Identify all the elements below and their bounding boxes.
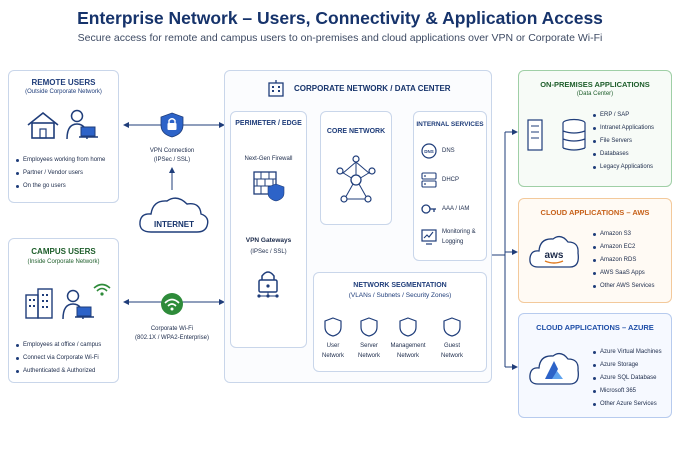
list-item: On the go users xyxy=(15,180,105,193)
corporate-wifi-icon xyxy=(161,293,183,315)
remote-users-list: Employees working from home Partner / Ve… xyxy=(15,154,105,193)
service-monitoring: Monitoring & xyxy=(442,229,476,235)
guest-network-shield-icon xyxy=(443,317,461,337)
segment-guest-l2: Network xyxy=(440,353,463,359)
internal-services-title: INTERNAL SERVICES xyxy=(416,121,484,128)
segment-server-l1: Server xyxy=(360,343,378,349)
onprem-list: ERP / SAP Intranet Applications File Ser… xyxy=(592,109,654,174)
vpn-gateways-sub: (IPSec / SSL) xyxy=(250,249,287,255)
vpn-gateway-lock-icon xyxy=(257,271,279,298)
remote-user-laptop-icon xyxy=(66,109,98,140)
page-title: Enterprise Network – Users, Connectivity… xyxy=(77,8,603,28)
list-item: ERP / SAP xyxy=(592,109,654,122)
azure-list: Azure Virtual Machines Azure Storage Azu… xyxy=(592,346,662,411)
campus-users-panel: CAMPUS USERS (Inside Corporate Network) … xyxy=(8,238,119,383)
segment-user-l1: User xyxy=(326,343,340,349)
segment-management-l2: Network xyxy=(396,353,419,359)
remote-users-title: REMOTE USERS xyxy=(31,78,96,87)
list-item: Partner / Vendor users xyxy=(15,167,105,180)
campus-users-title: CAMPUS USERS xyxy=(31,247,96,256)
segment-management-l1: Management xyxy=(390,343,426,349)
list-item: Azure SQL Database xyxy=(592,372,662,385)
service-dhcp: DHCP xyxy=(442,177,460,183)
segmentation-title: NETWORK SEGMENTATION xyxy=(353,282,447,289)
onprem-sub: (Data Center) xyxy=(576,91,614,97)
wifi-sub: (802.1X / WPA2-Enterprise) xyxy=(135,335,209,341)
list-item: Azure Storage xyxy=(592,359,662,372)
page-subtitle: Secure access for remote and campus user… xyxy=(77,32,603,44)
aws-list: Amazon S3 Amazon EC2 Amazon RDS AWS SaaS… xyxy=(592,228,654,293)
vpn-lock-shield-icon xyxy=(160,112,184,138)
list-item: Intranet Applications xyxy=(592,122,654,135)
service-dns: DNS xyxy=(442,148,455,154)
wifi-signal-icon xyxy=(93,283,111,296)
segment-user-l2: Network xyxy=(321,353,344,359)
list-item: Other AWS Services xyxy=(592,280,654,293)
dhcp-server-icon xyxy=(421,172,437,188)
aws-cloud-icon: aws xyxy=(529,235,579,268)
list-item: Azure Virtual Machines xyxy=(592,346,662,359)
svg-text:DNS: DNS xyxy=(424,149,434,154)
service-logging: Logging xyxy=(442,239,464,245)
remote-users-subtitle: (Outside Corporate Network) xyxy=(25,89,102,95)
internet-cloud-icon xyxy=(139,197,209,233)
segment-guest-l1: Guest xyxy=(443,343,460,349)
list-item: Amazon EC2 xyxy=(592,241,654,254)
list-item: Microsoft 365 xyxy=(592,385,662,398)
list-item: Connect via Corporate Wi-Fi xyxy=(15,352,101,365)
monitoring-icon xyxy=(421,229,437,245)
dns-icon: DNS xyxy=(421,143,437,159)
list-item: File Servers xyxy=(592,135,654,148)
user-network-shield-icon xyxy=(324,317,342,337)
onprem-title: ON-PREMISES APPLICATIONS xyxy=(540,80,650,89)
vpn-gateways-label: VPN Gateways xyxy=(245,237,292,244)
datacenter-title: CORPORATE NETWORK / DATA CENTER xyxy=(294,84,451,93)
list-item: Employees at office / campus xyxy=(15,339,101,352)
list-item: Databases xyxy=(592,148,654,161)
list-item: Amazon RDS xyxy=(592,254,654,267)
building-icon xyxy=(25,288,53,319)
firewall-icon xyxy=(253,171,285,202)
home-icon xyxy=(27,111,59,139)
datacenter-building-icon xyxy=(268,80,284,97)
firewall-label: Next-Gen Firewall xyxy=(244,156,293,162)
perimeter-title: PERIMETER / EDGE xyxy=(235,120,302,127)
azure-title: CLOUD APPLICATIONS – AZURE xyxy=(536,323,654,332)
campus-user-laptop-icon xyxy=(62,289,94,320)
list-item: Legacy Applications xyxy=(592,161,654,174)
iam-key-icon xyxy=(421,204,436,214)
wifi-label: Corporate Wi-Fi xyxy=(150,326,194,332)
list-item: AWS SaaS Apps xyxy=(592,267,654,280)
vpn-connection-sub: (IPSec / SSL) xyxy=(153,157,191,163)
core-network-topology-icon xyxy=(336,155,376,203)
list-item: Employees working from home xyxy=(15,154,105,167)
list-item: Other Azure Services xyxy=(592,398,662,411)
management-network-shield-icon xyxy=(399,317,417,337)
core-network-title: CORE NETWORK xyxy=(326,128,386,135)
server-network-shield-icon xyxy=(360,317,378,337)
vpn-connection-label: VPN Connection xyxy=(149,148,195,154)
remote-users-panel: REMOTE USERS (Outside Corporate Network)… xyxy=(8,70,119,203)
internet-label: INTERNET xyxy=(154,220,194,229)
list-item: Authenticated & Authorized xyxy=(15,365,101,378)
aws-title: CLOUD APPLICATIONS – AWS xyxy=(540,208,650,217)
azure-cloud-icon xyxy=(529,352,579,385)
campus-users-list: Employees at office / campus Connect via… xyxy=(15,339,101,378)
segment-server-l2: Network xyxy=(357,353,380,359)
service-aaa-iam: AAA / IAM xyxy=(442,206,470,212)
perimeter-panel: PERIMETER / EDGE xyxy=(230,111,307,348)
campus-users-subtitle: (Inside Corporate Network) xyxy=(27,259,100,265)
onprem-server-icon xyxy=(527,118,586,151)
segmentation-sub: (VLANs / Subnets / Security Zones) xyxy=(348,292,452,299)
list-item: Amazon S3 xyxy=(592,228,654,241)
aws-logo-text: aws xyxy=(545,250,564,261)
